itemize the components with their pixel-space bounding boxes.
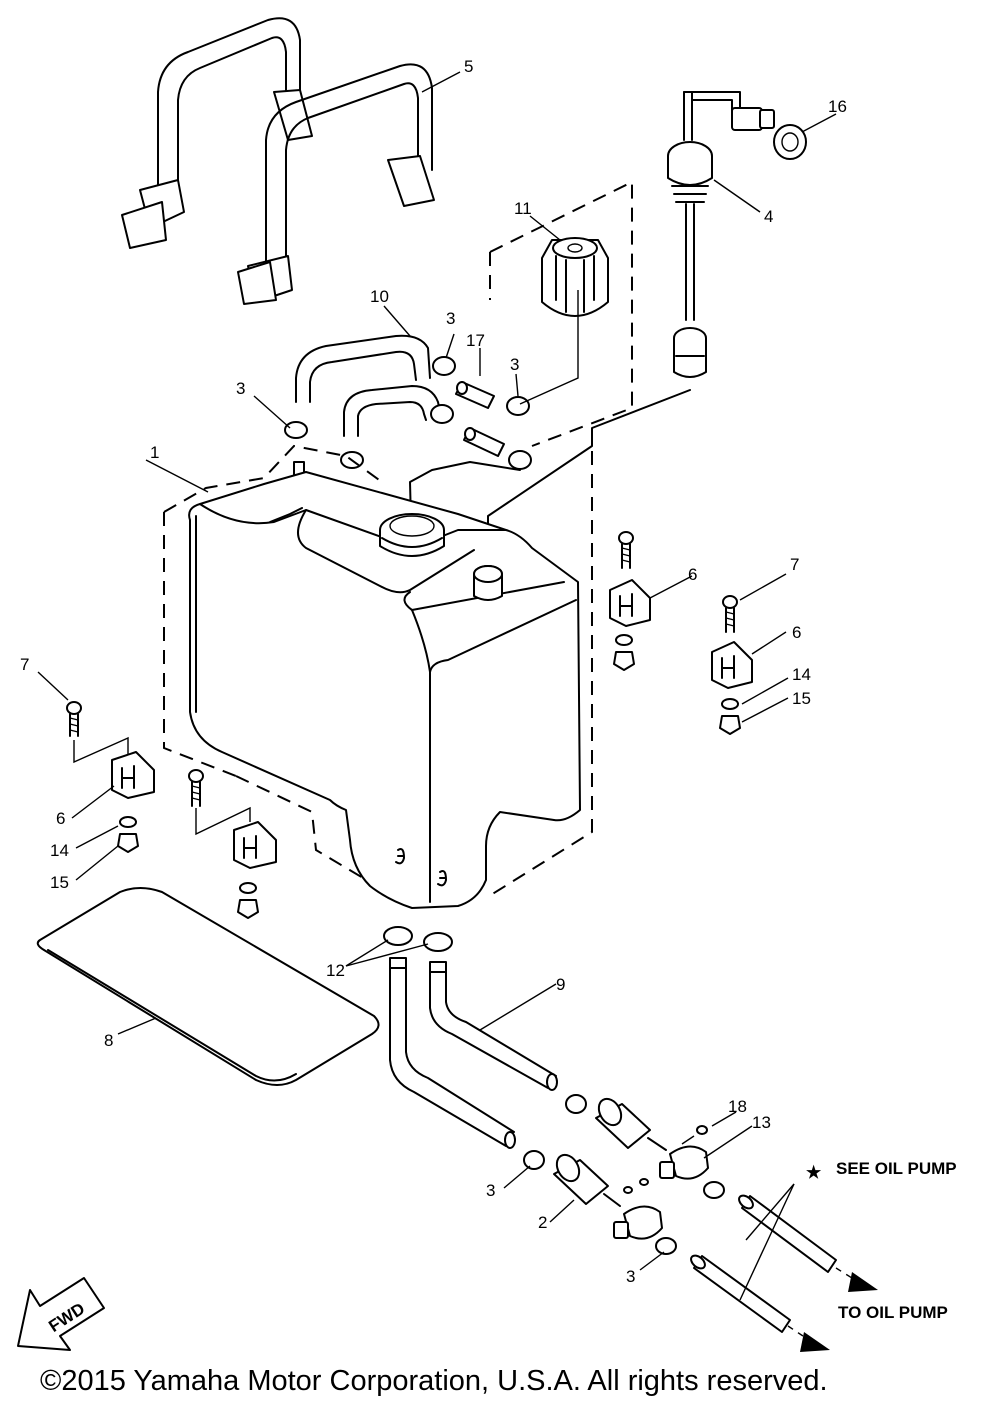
- part-number-16: 16: [828, 97, 847, 116]
- filler-neck: [379, 513, 445, 557]
- see-oil-pump-star: ★: [806, 1163, 822, 1182]
- part-number-14-a: 14: [792, 665, 811, 684]
- grommet-16: [773, 124, 807, 160]
- part-number-13: 13: [752, 1113, 771, 1132]
- part-number-3-a: 3: [236, 379, 245, 398]
- washer-nut-right: [719, 698, 741, 735]
- part-number-3-c: 3: [510, 355, 519, 374]
- filler-cap: [541, 237, 609, 317]
- fwd-arrow-icon: FWD: [17, 1277, 105, 1351]
- bracket-6-center: [233, 821, 277, 869]
- tank-strap-rear: [121, 17, 313, 249]
- hose-clamp: [284, 356, 532, 470]
- hose-clamp-lower: [523, 1094, 725, 1255]
- bolt-7-right: [722, 595, 738, 633]
- filter-bracket-13-lower: [613, 1178, 663, 1240]
- sender-boss: [473, 565, 503, 601]
- joint-pipe: [455, 381, 505, 457]
- part-number-9: 9: [556, 975, 565, 994]
- fuel-hose-9: [389, 957, 558, 1149]
- part-number-10: 10: [370, 287, 389, 306]
- part-number-5: 5: [464, 57, 473, 76]
- part-number-2: 2: [538, 1213, 547, 1232]
- oil-pump-hose: [690, 1194, 837, 1333]
- part-number-3-d: 3: [486, 1181, 495, 1200]
- part-number-7-a: 7: [790, 555, 799, 574]
- leader-lines: [37, 71, 837, 1301]
- breather-hose: [295, 334, 441, 437]
- part-number-4: 4: [764, 207, 773, 226]
- part-number-7-b: 7: [20, 655, 29, 674]
- fuel-sender-unit: [667, 91, 775, 378]
- to-oil-pump-note: TO OIL PUMP: [838, 1303, 948, 1322]
- part-number-15-a: 15: [792, 689, 811, 708]
- filter-bracket-13-upper: [659, 1125, 709, 1180]
- part-number-14-b: 14: [50, 841, 69, 860]
- tank-strap-front: [237, 63, 435, 305]
- part-number-11: 11: [514, 199, 532, 218]
- copyright-footer: ©2015 Yamaha Motor Corporation, U.S.A. A…: [40, 1365, 828, 1397]
- part-number-17: 17: [466, 331, 485, 350]
- part-number-15-b: 15: [50, 873, 69, 892]
- bolt-7-left: [66, 701, 82, 737]
- fuel-filter-upper: [595, 1097, 667, 1151]
- tank-mat: [36, 887, 380, 1086]
- bracket-6-right: [711, 641, 753, 689]
- tank-outlet-marks: [395, 848, 447, 887]
- washer-nut-right-upper: [613, 634, 635, 671]
- part-number-3-e: 3: [626, 1267, 635, 1286]
- bracket-6-left: [111, 751, 155, 799]
- washer-nut-left: [117, 816, 139, 853]
- clamp-12: [383, 926, 453, 952]
- part-number-1: 1: [150, 443, 159, 462]
- part-number-6-a: 6: [688, 565, 697, 584]
- bolt-7-center: [188, 769, 204, 807]
- see-oil-pump-note: SEE OIL PUMP: [836, 1159, 957, 1178]
- fuel-filter-lower: [553, 1153, 621, 1207]
- part-number-18: 18: [728, 1097, 747, 1116]
- part-number-8: 8: [104, 1031, 113, 1050]
- part-number-12: 12: [326, 961, 345, 980]
- part-number-6-c: 6: [56, 809, 65, 828]
- part-number-6-b: 6: [792, 623, 801, 642]
- part-number-3-b: 3: [446, 309, 455, 328]
- bolt-7-right-upper: [618, 531, 634, 569]
- washer-nut-center: [237, 882, 259, 919]
- bracket-6-right-upper: [609, 579, 651, 627]
